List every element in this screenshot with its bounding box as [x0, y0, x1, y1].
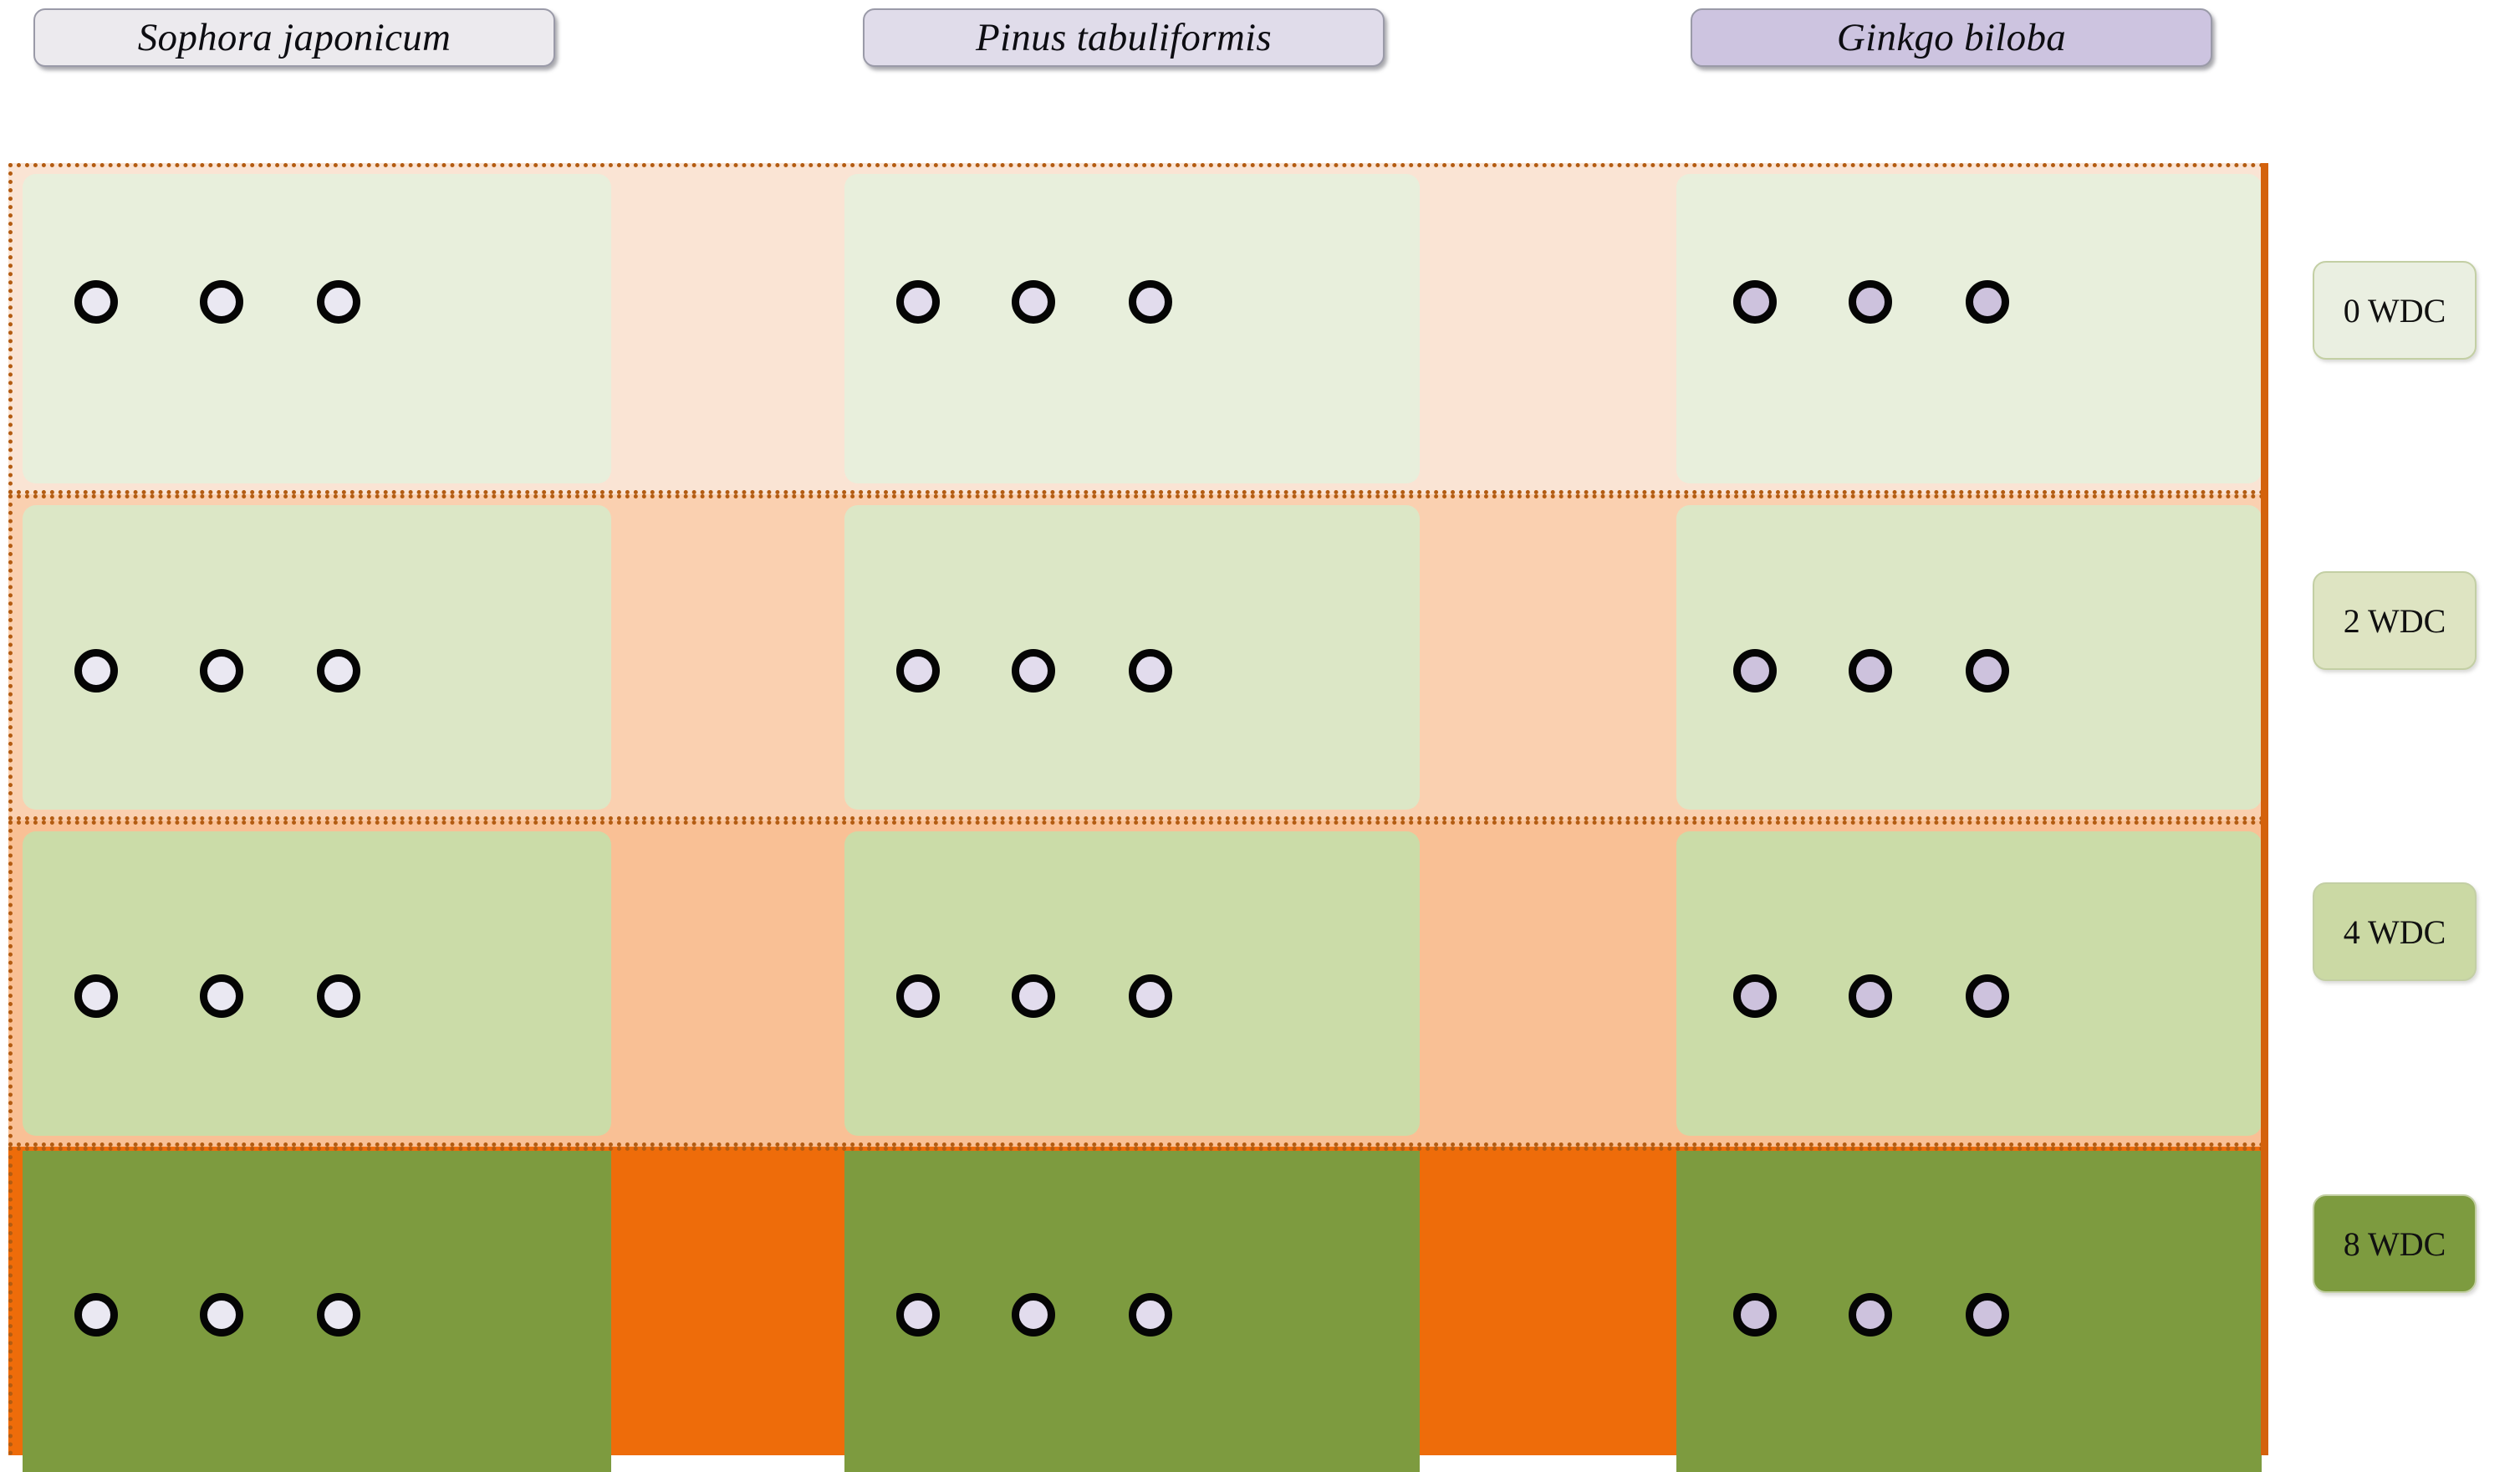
- replicate-circle: [1849, 649, 1892, 693]
- replicate-circle: [1012, 974, 1055, 1018]
- treatment-legend: 0 WDC 2 WDC 4 WDC 8 WDC: [2291, 0, 2520, 1455]
- treatment-cell: [844, 174, 1420, 483]
- treatment-cell: [844, 505, 1420, 810]
- grid-right-rule: [2261, 163, 2268, 1455]
- replicate-circle: [896, 974, 940, 1018]
- replicate-circle: [1733, 649, 1777, 693]
- legend-chip-label: 4 WDC: [2343, 912, 2446, 951]
- treatment-cell: [1676, 174, 2262, 483]
- treatment-cell: [23, 831, 611, 1136]
- treatment-cell: [23, 505, 611, 810]
- treatment-cell: [23, 1151, 611, 1472]
- experiment-grid: [8, 163, 2266, 1472]
- replicate-circle: [1733, 1293, 1777, 1337]
- replicate-circle: [1966, 649, 2009, 693]
- replicate-circle: [317, 974, 360, 1018]
- replicate-circle: [74, 280, 118, 324]
- treatment-row-8-wdc: [8, 1147, 2266, 1472]
- replicate-circle: [1129, 649, 1172, 693]
- replicate-circle: [317, 649, 360, 693]
- treatment-cell: [1676, 505, 2262, 810]
- replicate-circle: [74, 649, 118, 693]
- replicate-circle: [200, 1293, 243, 1337]
- replicate-circle: [1012, 280, 1055, 324]
- legend-chip-4-wdc: 4 WDC: [2313, 882, 2477, 981]
- treatment-row-4-wdc: [8, 820, 2266, 1147]
- replicate-circle: [74, 974, 118, 1018]
- treatment-cell: [1676, 1151, 2262, 1472]
- species-label-text: Sophora japonicum: [137, 16, 451, 59]
- legend-chip-0-wdc: 0 WDC: [2313, 261, 2477, 360]
- replicate-circle: [1966, 1293, 2009, 1337]
- legend-chip-label: 0 WDC: [2343, 291, 2446, 330]
- replicate-circle: [896, 1293, 940, 1337]
- treatment-row-2-wdc: [8, 494, 2266, 820]
- replicate-circle: [1966, 974, 2009, 1018]
- replicate-circle: [896, 649, 940, 693]
- species-label-chip: Ginkgo biloba: [1691, 8, 2212, 67]
- treatment-cell: [1676, 831, 2262, 1136]
- replicate-circle: [1012, 649, 1055, 693]
- replicate-circle: [1849, 974, 1892, 1018]
- legend-chip-label: 2 WDC: [2343, 601, 2446, 640]
- replicate-circle: [200, 280, 243, 324]
- species-label-chip: Sophora japonicum: [33, 8, 555, 67]
- replicate-circle: [1129, 974, 1172, 1018]
- legend-chip-label: 8 WDC: [2343, 1224, 2446, 1263]
- treatment-cell: [844, 1151, 1420, 1472]
- replicate-circle: [1849, 1293, 1892, 1337]
- replicate-circle: [200, 649, 243, 693]
- replicate-circle: [1012, 1293, 1055, 1337]
- legend-chip-8-wdc: 8 WDC: [2313, 1194, 2477, 1293]
- replicate-circle: [1733, 974, 1777, 1018]
- replicate-circle: [1733, 280, 1777, 324]
- species-header-row: Sophora japonicum Pinus tabuliformis Ginkg…: [0, 0, 2520, 159]
- replicate-circle: [1129, 280, 1172, 324]
- replicate-circle: [896, 280, 940, 324]
- replicate-circle: [317, 280, 360, 324]
- treatment-row-0-wdc: [8, 163, 2266, 494]
- species-label-chip: Pinus tabuliformis: [863, 8, 1385, 67]
- replicate-circle: [1129, 1293, 1172, 1337]
- treatment-cell: [844, 831, 1420, 1136]
- legend-chip-2-wdc: 2 WDC: [2313, 571, 2477, 670]
- replicate-circle: [317, 1293, 360, 1337]
- replicate-circle: [74, 1293, 118, 1337]
- species-label-text: Ginkgo biloba: [1836, 16, 2067, 59]
- treatment-cell: [23, 174, 611, 483]
- replicate-circle: [1966, 280, 2009, 324]
- replicate-circle: [1849, 280, 1892, 324]
- species-label-text: Pinus tabuliformis: [975, 16, 1273, 59]
- replicate-circle: [200, 974, 243, 1018]
